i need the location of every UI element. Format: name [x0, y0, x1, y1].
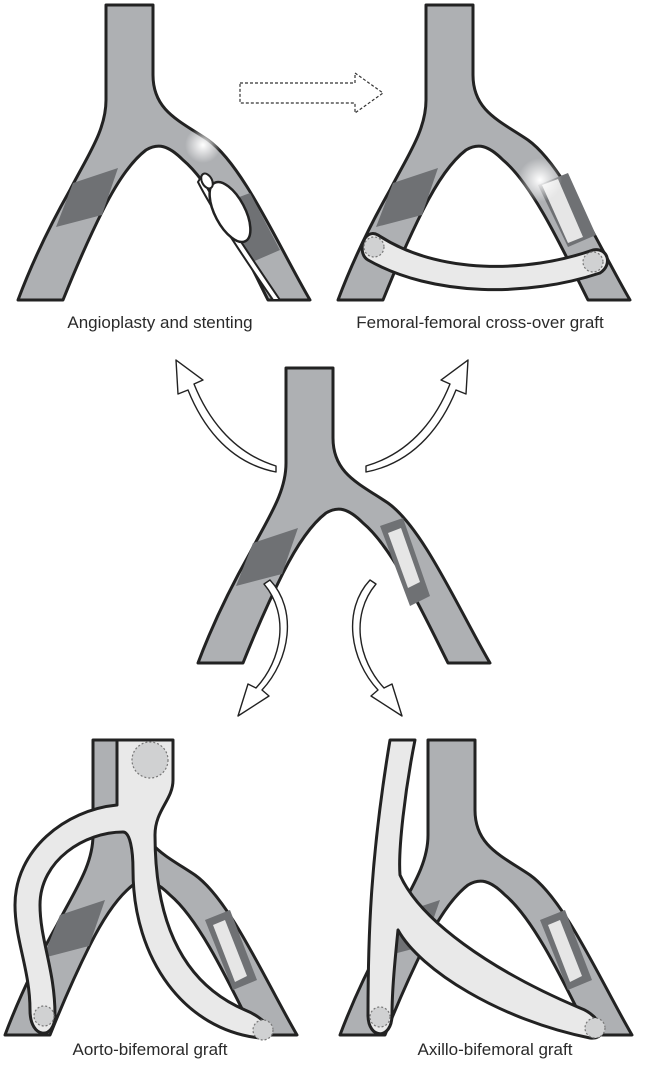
caption-femoral-crossover: Femoral-femoral cross-over graft [315, 313, 645, 333]
anastomosis-left [34, 1006, 54, 1026]
glow-highlight [185, 127, 221, 163]
caption-angioplasty: Angioplasty and stenting [10, 313, 310, 333]
panel-center-occlusion [198, 368, 490, 663]
aorta-vessel [198, 368, 490, 663]
panel-femoral-crossover [338, 5, 630, 300]
anastomosis-right [253, 1020, 273, 1040]
panel-axillo-bifemoral [340, 740, 632, 1038]
curved-arrow-up-right-icon [366, 360, 468, 472]
anastomosis-left [370, 1007, 390, 1027]
panel-aorto-bifemoral [5, 740, 297, 1040]
caption-axillo-bifemoral: Axillo-bifemoral graft [360, 1040, 630, 1060]
curved-arrow-up-left-icon [176, 360, 276, 472]
anastomosis-right [583, 252, 603, 272]
anastomosis-right [585, 1018, 605, 1038]
anastomosis-left [364, 237, 384, 257]
panel-angioplasty [18, 5, 310, 300]
dashed-right-arrow-icon [240, 73, 383, 113]
caption-aorto-bifemoral: Aorto-bifemoral graft [20, 1040, 280, 1060]
bifurcated-graft [15, 740, 269, 1038]
aortic-anastomosis [132, 742, 168, 778]
glow-highlight [518, 158, 562, 202]
curved-arrow-down-right-icon [353, 580, 402, 716]
